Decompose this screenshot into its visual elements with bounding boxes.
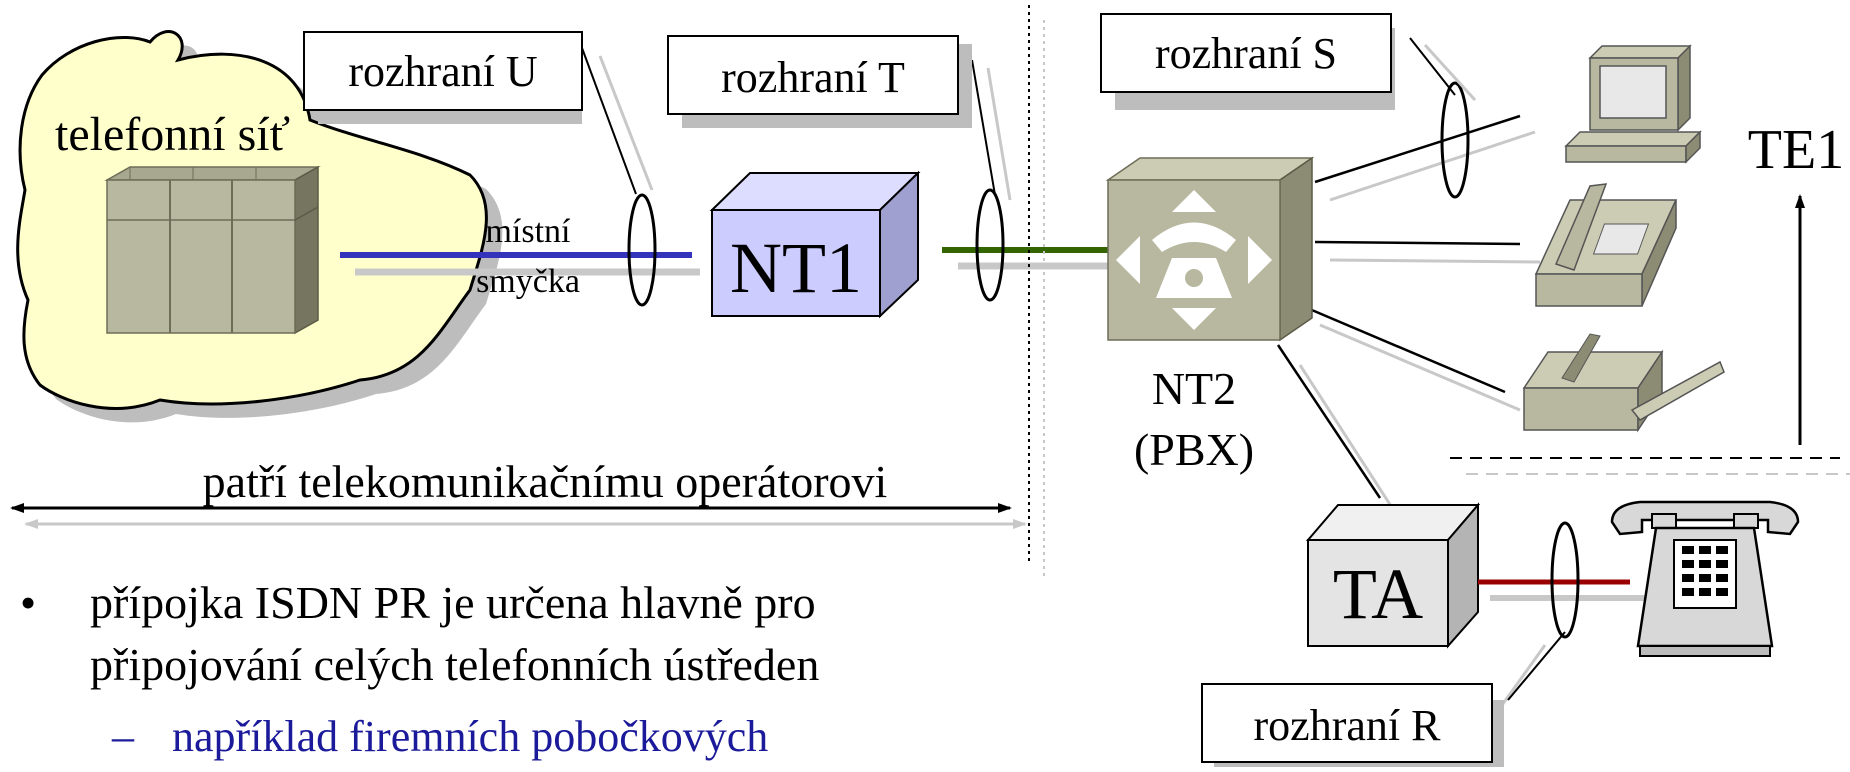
interface-t-ellipse — [975, 188, 1005, 302]
telephone-network-label: telefonní síť — [55, 108, 290, 161]
nt1-box — [709, 170, 921, 319]
bullet-dot-icon: • — [20, 577, 37, 628]
interface-r-box — [1201, 683, 1493, 763]
interface-t-box — [667, 35, 959, 115]
bullet-main-line1: přípojka ISDN PR je určena hlavně pro — [90, 577, 816, 628]
computer-icon — [1564, 44, 1702, 164]
interface-u-ellipse — [627, 193, 657, 307]
desk-phone-icon — [1534, 183, 1678, 307]
nt2-label: NT2 — [1152, 363, 1236, 414]
nt2-sub-label: (PBX) — [1134, 424, 1254, 475]
nt1-label: NT1 — [730, 228, 862, 308]
exchange-cabinets-icon — [104, 165, 321, 335]
dash-bullet-icon: – — [112, 712, 134, 761]
interface-u-box — [303, 31, 583, 111]
interface-t-label: rozhraní T — [721, 53, 905, 102]
operator-span-label: patří telekomunikačnímu operátorovi — [203, 456, 888, 507]
local-loop-label-1: místní — [485, 213, 571, 250]
interface-r-label: rozhraní R — [1254, 701, 1442, 750]
ta-box — [1305, 502, 1481, 649]
interface-r-ellipse — [1550, 521, 1580, 639]
fax-icon — [1522, 333, 1725, 433]
interface-s-box — [1100, 13, 1392, 93]
pbx-box — [1105, 156, 1315, 342]
te1-label: TE1 — [1748, 119, 1844, 181]
ta-label: TA — [1333, 554, 1423, 634]
interface-s-ellipse — [1440, 81, 1470, 199]
pbx-ta-line — [1276, 344, 1382, 499]
interface-s-label: rozhraní S — [1155, 29, 1337, 78]
local-loop-label-2: smyčka — [476, 263, 580, 300]
bullet-sub-line1: například firemních pobočkových — [172, 712, 769, 761]
bullet-main-line2: připojování celých telefonních ústředen — [90, 639, 820, 690]
interface-u-label: rozhraní U — [348, 47, 537, 96]
analog-phone-icon — [1610, 500, 1800, 657]
